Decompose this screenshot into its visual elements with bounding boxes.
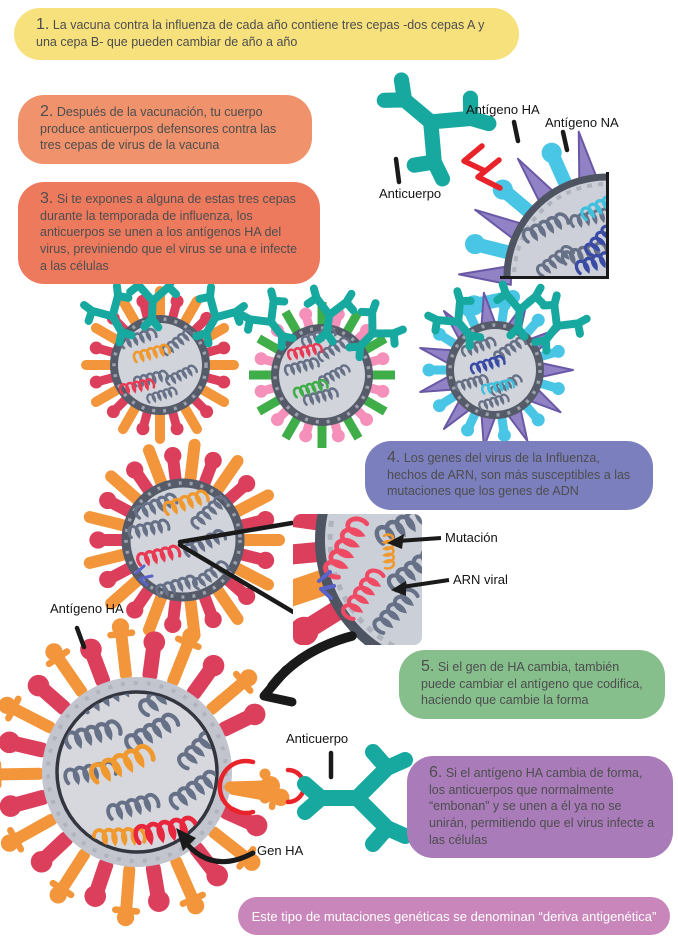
- step-5-box: 5. Si el gen de HA cambia, también puede…: [399, 650, 665, 719]
- step-6-box: 6. Si el antígeno HA cambia de forma, lo…: [407, 756, 673, 859]
- virus-mutating-illustration: [83, 438, 303, 642]
- step-number: 5.: [421, 658, 435, 675]
- virus-strain-c-illustration: [419, 284, 590, 449]
- mutacion-arrow-head: [387, 534, 404, 549]
- mutacion-label: Mutación: [445, 530, 498, 545]
- no-fit-outline: [217, 758, 256, 816]
- arn-arrow-line: [401, 578, 450, 589]
- step-number: 1.: [36, 16, 50, 33]
- gen-ha-label: Gen HA: [257, 843, 304, 858]
- frame-corner-lines: [500, 172, 609, 279]
- inset-spikes: [293, 514, 347, 645]
- footer-note: Este tipo de mutaciones genéticas se den…: [238, 897, 670, 935]
- virus-drifted-illustration: [0, 618, 307, 927]
- inset-mutation-marks: [317, 570, 336, 600]
- arn-viral-label: ARN viral: [453, 572, 508, 587]
- virus-strain-a-illustration: [81, 276, 248, 444]
- mutation-zoom-inset: [293, 514, 450, 645]
- step-1-box: 1. La vacuna contra la influenza de cada…: [14, 8, 519, 61]
- antibody-icon: [305, 752, 405, 844]
- step-3-box: 3. Si te expones a alguna de estas tres …: [18, 182, 320, 285]
- virus-strain-b-illustration: [238, 288, 406, 448]
- arn-arrow-head: [391, 581, 406, 596]
- binding-arrow-chevrons: [461, 143, 503, 191]
- step-number: 3.: [40, 190, 54, 207]
- inset-membrane: [315, 514, 422, 645]
- step-number: 2.: [40, 103, 54, 120]
- step-number: 6.: [429, 764, 443, 781]
- step-text: Los genes del virus de la Influenza, hec…: [387, 451, 631, 499]
- drift-arrow: [259, 631, 357, 707]
- virus-quarter-illustration: [365, 57, 609, 316]
- mutation-marks: [134, 564, 154, 587]
- mutating-virus-spikes: [83, 438, 285, 642]
- footer-text: Este tipo de mutaciones genéticas se den…: [251, 908, 657, 924]
- anticuerpo-top-label: Anticuerpo: [379, 186, 442, 201]
- zoom-callout-lines: [177, 520, 303, 619]
- step-2-box: 2. Después de la vacunación, tu cuerpo p…: [18, 95, 312, 164]
- step-text: Después de la vacunación, tu cuerpo prod…: [40, 105, 277, 153]
- antigeno-na-callout-line: [560, 129, 570, 153]
- antigeno-na-label: Antígeno NA: [545, 115, 619, 130]
- anticuerpo-bottom-label: Anticuerpo: [286, 731, 349, 746]
- step-text: Si el antígeno HA cambia de forma, los a…: [429, 766, 655, 847]
- step-text: La vacuna contra la influenza de cada añ…: [36, 18, 485, 49]
- gen-ha-arrow: [176, 828, 256, 865]
- antigeno-ha-top-label: Antígeno HA: [466, 102, 540, 117]
- step-text: Si te expones a alguna de estas tres cep…: [40, 192, 298, 273]
- anticuerpo-callout-line: [393, 156, 402, 185]
- step-text: Si el gen de HA cambia, también puede ca…: [421, 660, 643, 708]
- antigeno-ha-left-label: Antígeno HA: [50, 601, 124, 616]
- step-number: 4.: [387, 449, 401, 466]
- mutacion-arrow-line: [397, 536, 442, 543]
- step-4-box: 4. Los genes del virus de la Influenza, …: [365, 441, 653, 510]
- antigeno-ha-left-callout-line: [74, 625, 87, 650]
- changed-ha-antigen: [224, 768, 280, 804]
- antigeno-ha-callout-line: [511, 119, 521, 144]
